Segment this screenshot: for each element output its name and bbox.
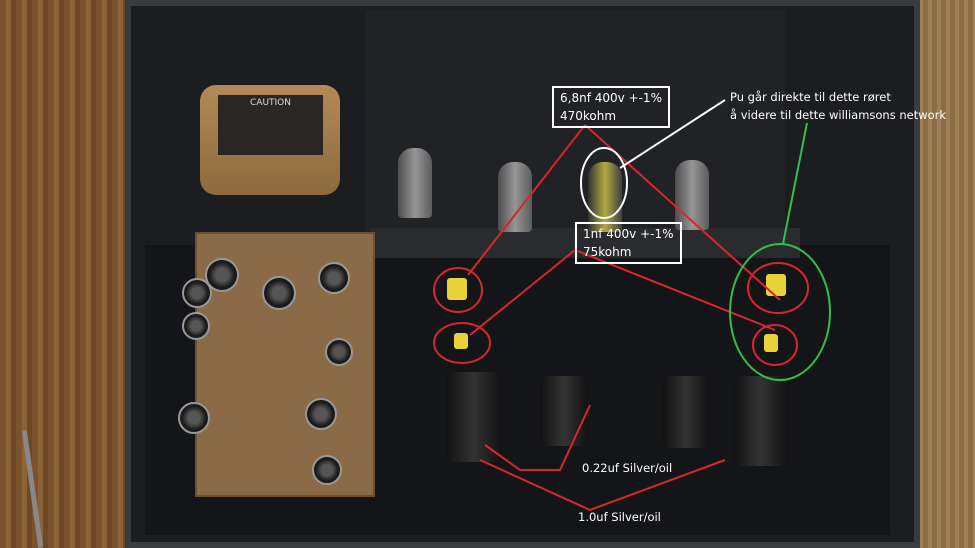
note-line: å videre til dette williamsons network [730,108,947,122]
annotation-line [479,459,726,512]
annotation-line [484,404,591,471]
oil-capacitor [733,376,789,466]
oil-capacitor [446,372,502,462]
label-line: 470kohm [560,109,617,123]
annotation-circle [752,324,798,366]
tube-panel [365,10,785,235]
label-6-8nf: 6,8nf 400v +-1% 470kohm [552,86,670,128]
annotation-pointer [782,122,808,245]
label-line: 6,8nf 400v +-1% [560,91,662,105]
annotation-circle-tube [580,147,628,219]
annotation-circle [433,267,483,313]
annotation-circle [747,262,809,314]
wood-surface-left [0,0,135,548]
electrolytic-capacitor [312,455,342,485]
electrolytic-capacitor [182,312,210,340]
film-capacitor [447,278,467,300]
oil-capacitor [540,376,588,446]
vacuum-tube [675,160,709,230]
annotation-line [467,124,586,276]
electrolytic-capacitor [318,262,350,294]
label-line: 1nf 400v +-1% [583,227,674,241]
annotation-circle-network [729,243,831,381]
electrolytic-capacitor [305,398,337,430]
caution-plate: CAUTION [218,95,323,155]
vacuum-tube [588,162,622,232]
label-line: 75kohm [583,245,632,259]
vacuum-tube [498,162,532,232]
film-capacitor [764,334,778,352]
film-capacitor [454,333,468,349]
oil-capacitor [662,376,710,448]
annotation-line [469,249,576,336]
note-text: Pu går direkte til dette røret å videre … [730,88,946,124]
label-0-22uf: 0.22uf Silver/oil [582,461,673,475]
electrolytic-capacitor [205,258,239,292]
electrolytic-capacitor [178,402,210,434]
note-line: Pu går direkte til dette røret [730,90,891,104]
annotation-circle [433,322,491,364]
annotation-pointer [619,99,726,169]
label-1nf: 1nf 400v +-1% 75kohm [575,222,682,264]
film-capacitor [766,274,786,296]
electrolytic-capacitor [325,338,353,366]
vacuum-tube [398,148,432,218]
electrolytic-capacitor [262,276,296,310]
label-1-0uf: 1.0uf Silver/oil [578,510,661,524]
